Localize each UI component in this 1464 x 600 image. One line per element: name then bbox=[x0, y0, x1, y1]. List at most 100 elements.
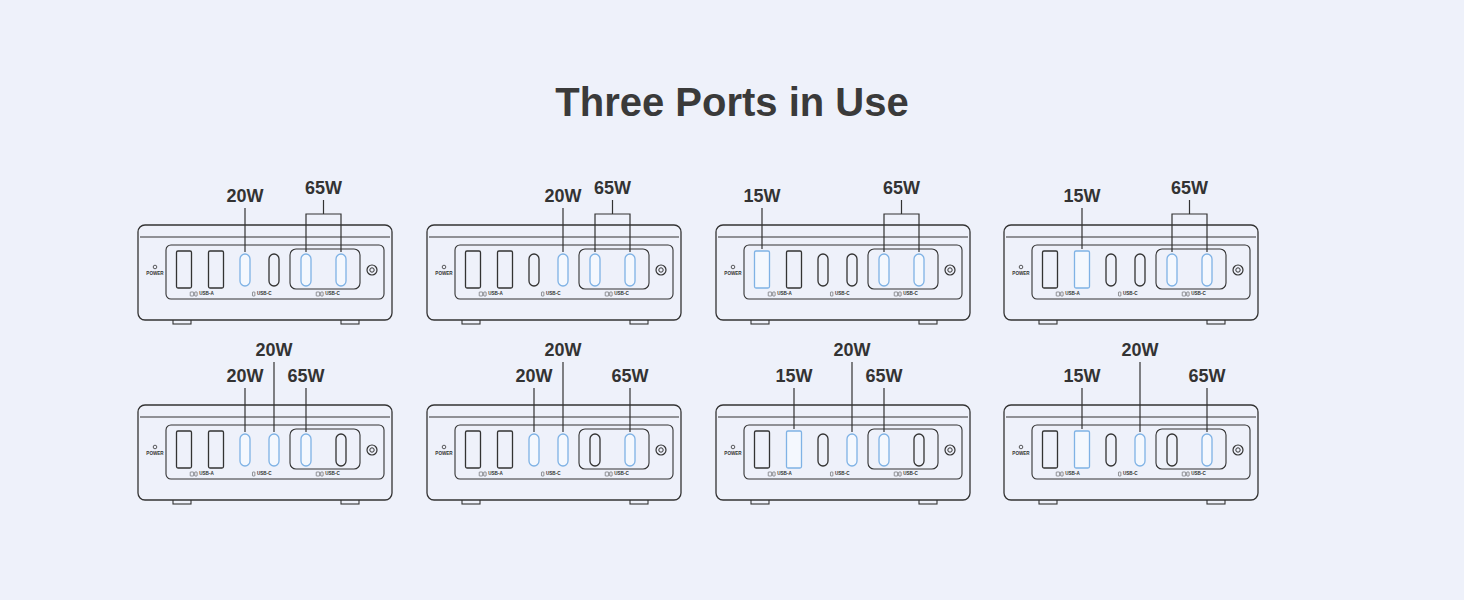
device-icon bbox=[605, 292, 608, 296]
usb-c-port bbox=[1202, 434, 1212, 466]
port-panel bbox=[744, 425, 962, 479]
power-led bbox=[731, 445, 735, 449]
device-icon bbox=[773, 472, 775, 476]
device-icon bbox=[1187, 472, 1189, 476]
port-type-label: USB-C bbox=[546, 472, 561, 477]
power-button bbox=[1233, 445, 1243, 455]
wattage-label: 20W bbox=[833, 341, 870, 359]
leader-line bbox=[305, 388, 306, 432]
power-button-core bbox=[659, 268, 663, 272]
device-icon bbox=[830, 292, 832, 296]
port-type-label: USB-A bbox=[777, 292, 792, 297]
usb-c-port bbox=[625, 254, 635, 286]
usb-c-port bbox=[529, 434, 539, 466]
port-icon bbox=[190, 292, 197, 296]
leader-bracket bbox=[306, 200, 341, 252]
port-type-label: USB-C bbox=[257, 292, 272, 297]
usb-c-port bbox=[1167, 254, 1177, 286]
wattage-label: 20W bbox=[1121, 341, 1158, 359]
charger-top-edge bbox=[140, 416, 390, 417]
charger-top-edge bbox=[718, 236, 968, 237]
port-icon bbox=[252, 292, 254, 296]
port-type-label: USB-A bbox=[488, 292, 503, 297]
device-icon bbox=[541, 292, 543, 296]
usb-c-port bbox=[847, 254, 857, 286]
power-led bbox=[153, 445, 157, 449]
power-label: POWER bbox=[724, 452, 741, 457]
power-button bbox=[656, 445, 666, 455]
device-icon bbox=[316, 292, 319, 296]
leader-line bbox=[562, 362, 563, 432]
usb-c-port bbox=[914, 434, 924, 466]
leader-line bbox=[1206, 388, 1207, 432]
usb-c-port bbox=[1106, 254, 1116, 286]
usb-a-port bbox=[209, 251, 224, 288]
wattage-label: 20W bbox=[515, 367, 552, 385]
port-icon bbox=[190, 472, 197, 476]
leader-line bbox=[793, 388, 794, 429]
port-icon bbox=[479, 292, 486, 296]
leader-line bbox=[1081, 208, 1082, 249]
device-icon bbox=[1056, 292, 1059, 296]
device-icon bbox=[479, 472, 482, 476]
usb-c-port bbox=[590, 254, 600, 286]
port-icon bbox=[1182, 472, 1189, 476]
power-button bbox=[656, 265, 666, 275]
usb-c-port bbox=[879, 434, 889, 466]
wattage-label: 65W bbox=[883, 179, 920, 197]
usb-c-port bbox=[529, 254, 539, 286]
usb-a-port bbox=[466, 251, 481, 288]
port-type-label: USB-C bbox=[614, 472, 629, 477]
wattage-label: 65W bbox=[1188, 367, 1225, 385]
device-icon bbox=[610, 472, 612, 476]
device-icon bbox=[610, 292, 612, 296]
power-label: POWER bbox=[724, 272, 741, 277]
charger: POWERUSB-AUSB-CUSB-C bbox=[716, 225, 970, 320]
device-icon bbox=[1056, 472, 1059, 476]
usb-c-port bbox=[818, 254, 828, 286]
charger: POWERUSB-AUSB-CUSB-C bbox=[138, 405, 392, 500]
usb-c-group-frame bbox=[290, 429, 360, 469]
charger-body bbox=[1004, 225, 1258, 320]
charger-body bbox=[427, 405, 681, 500]
usb-a-port bbox=[1075, 251, 1090, 288]
device-icon bbox=[894, 292, 897, 296]
leader-line bbox=[851, 362, 852, 432]
device-icon bbox=[252, 292, 254, 296]
power-button-core bbox=[370, 268, 374, 272]
usb-c-port bbox=[1106, 434, 1116, 466]
device-icon bbox=[1118, 472, 1120, 476]
wattage-label: 65W bbox=[611, 367, 648, 385]
port-icon bbox=[830, 292, 832, 296]
port-icon bbox=[768, 292, 775, 296]
charger-illustration bbox=[427, 405, 681, 504]
charger-body bbox=[138, 225, 392, 320]
usb-c-group-frame bbox=[1156, 429, 1226, 469]
port-panel bbox=[455, 425, 673, 479]
device-icon bbox=[321, 292, 323, 296]
device-icon bbox=[252, 472, 254, 476]
usb-a-port bbox=[787, 251, 802, 288]
wattage-label: 65W bbox=[287, 367, 324, 385]
charger: POWERUSB-AUSB-CUSB-C bbox=[716, 405, 970, 500]
wattage-label: 20W bbox=[255, 341, 292, 359]
device-icon bbox=[484, 292, 486, 296]
leader-line bbox=[244, 208, 245, 252]
device-icon bbox=[541, 472, 543, 476]
device-icon bbox=[321, 472, 323, 476]
wattage-label: 20W bbox=[226, 367, 263, 385]
port-type-label: USB-A bbox=[199, 292, 214, 297]
power-led bbox=[1019, 265, 1023, 269]
charger: POWERUSB-AUSB-CUSB-C bbox=[427, 225, 681, 320]
wattage-label: 20W bbox=[544, 341, 581, 359]
usb-c-port bbox=[336, 434, 346, 466]
usb-c-port bbox=[269, 254, 279, 286]
device-icon bbox=[830, 472, 832, 476]
port-panel bbox=[166, 245, 384, 299]
charger-illustration bbox=[716, 225, 970, 324]
charger-body bbox=[716, 225, 970, 320]
device-icon bbox=[768, 292, 771, 296]
usb-c-port bbox=[240, 254, 250, 286]
device-icon bbox=[1061, 472, 1063, 476]
port-panel bbox=[455, 245, 673, 299]
